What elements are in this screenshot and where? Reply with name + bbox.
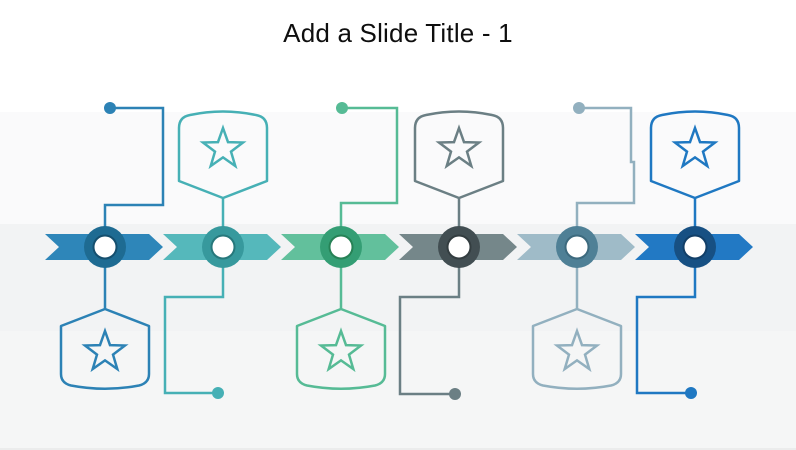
connector-line (398, 247, 461, 396)
timeline-step-6 (635, 110, 753, 399)
star-icon (671, 124, 719, 170)
background-band (0, 448, 796, 450)
connector-line (163, 247, 225, 395)
star-icon (317, 327, 365, 373)
star-icon (199, 124, 247, 170)
node-inner-circle (682, 234, 708, 260)
node-inner-circle (210, 234, 236, 260)
star-badge (295, 307, 387, 390)
timeline-step-4 (398, 110, 517, 400)
connector-line (339, 106, 399, 247)
star-badge (59, 307, 151, 390)
star-badge (413, 110, 505, 200)
timeline-step-2 (163, 110, 281, 399)
star-badge (177, 110, 269, 200)
connector-dot (104, 102, 116, 114)
star-badge (531, 307, 623, 390)
connector-dot (573, 102, 585, 114)
connector-dot (212, 387, 224, 399)
connector-dot (685, 387, 697, 399)
background-band (0, 331, 796, 448)
slide-title: Add a Slide Title - 1 (283, 18, 513, 48)
star-icon (553, 327, 601, 373)
connector-line (575, 106, 636, 247)
timeline-step-1 (45, 102, 165, 390)
connector-dot (449, 388, 461, 400)
connector-line (103, 106, 165, 247)
node-inner-circle (92, 234, 118, 260)
timeline-step-5 (517, 102, 636, 390)
star-badge (649, 110, 741, 200)
node-inner-circle (446, 234, 472, 260)
timeline-step-3 (281, 102, 399, 390)
connector-dot (336, 102, 348, 114)
connector-line (635, 247, 697, 395)
background-band (0, 0, 796, 112)
star-icon (81, 327, 129, 373)
node-inner-circle (328, 234, 354, 260)
node-inner-circle (564, 234, 590, 260)
star-icon (435, 124, 483, 170)
